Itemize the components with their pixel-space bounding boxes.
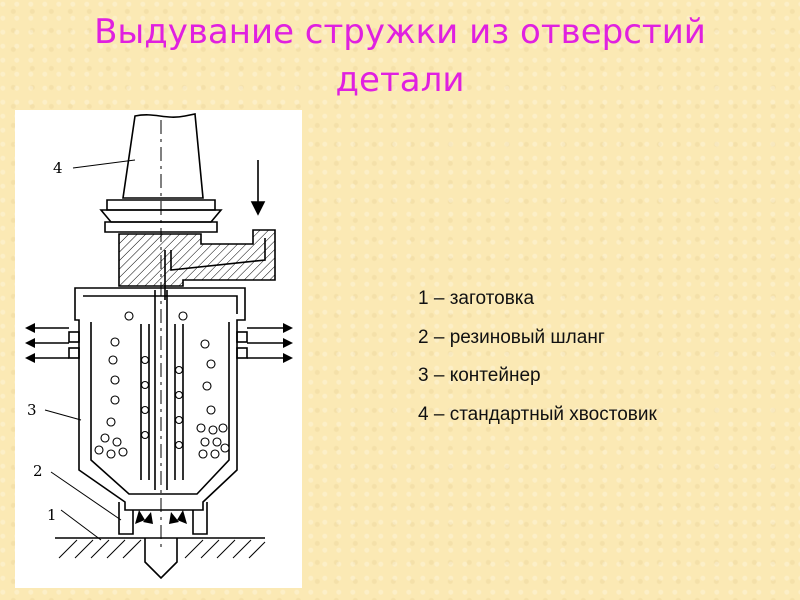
title-line-1: Выдувание стружки из отверстий — [94, 12, 706, 52]
slide-title: Выдувание стружки из отверстий детали — [0, 8, 800, 104]
air-channel — [164, 238, 266, 300]
tool-shank-shape — [122, 113, 204, 199]
label-2: 2 — [33, 462, 43, 480]
diagram-lines — [29, 113, 287, 580]
figure-labels: 4 3 2 1 — [27, 159, 63, 524]
workpiece-hatching — [58, 539, 266, 559]
container-lid-inner — [83, 295, 238, 314]
device-diagram-svg: 4 3 2 1 — [25, 113, 293, 580]
legend: 1 – заготовка 2 – резиновый шланг 3 – ко… — [418, 284, 657, 438]
central-nozzle — [154, 290, 168, 490]
leader-4 — [72, 159, 136, 169]
label-3: 3 — [27, 401, 37, 419]
chips — [94, 311, 230, 459]
legend-item-2: 2 – резиновый шланг — [418, 326, 605, 348]
vent-right-2 — [236, 347, 248, 359]
label-4: 4 — [53, 159, 63, 177]
vent-right-1 — [236, 331, 248, 343]
flange-ring-3 — [104, 221, 218, 233]
rubber-hose — [118, 502, 208, 535]
label-1: 1 — [47, 506, 57, 524]
central-tubes — [140, 324, 184, 480]
leader-2 — [50, 471, 122, 521]
leader-3 — [44, 409, 82, 421]
legend-item-4: 4 – стандартный хвостовик — [418, 403, 657, 425]
leader-1 — [60, 509, 102, 541]
workpiece-hole — [144, 538, 178, 580]
air-inlet-arrowhead — [250, 201, 266, 216]
holder-block — [118, 229, 276, 287]
legend-item-3: 3 – контейнер — [418, 365, 541, 386]
vent-left-1 — [68, 331, 80, 343]
title-line-2: детали — [335, 60, 465, 100]
device-diagram: 4 3 2 1 — [15, 110, 302, 588]
legend-item-1: 1 – заготовка — [418, 288, 535, 309]
container-inner-wall — [90, 322, 230, 495]
container-outer — [74, 287, 246, 511]
exhaust-arrowheads — [25, 323, 293, 524]
vent-left-2 — [68, 347, 80, 359]
